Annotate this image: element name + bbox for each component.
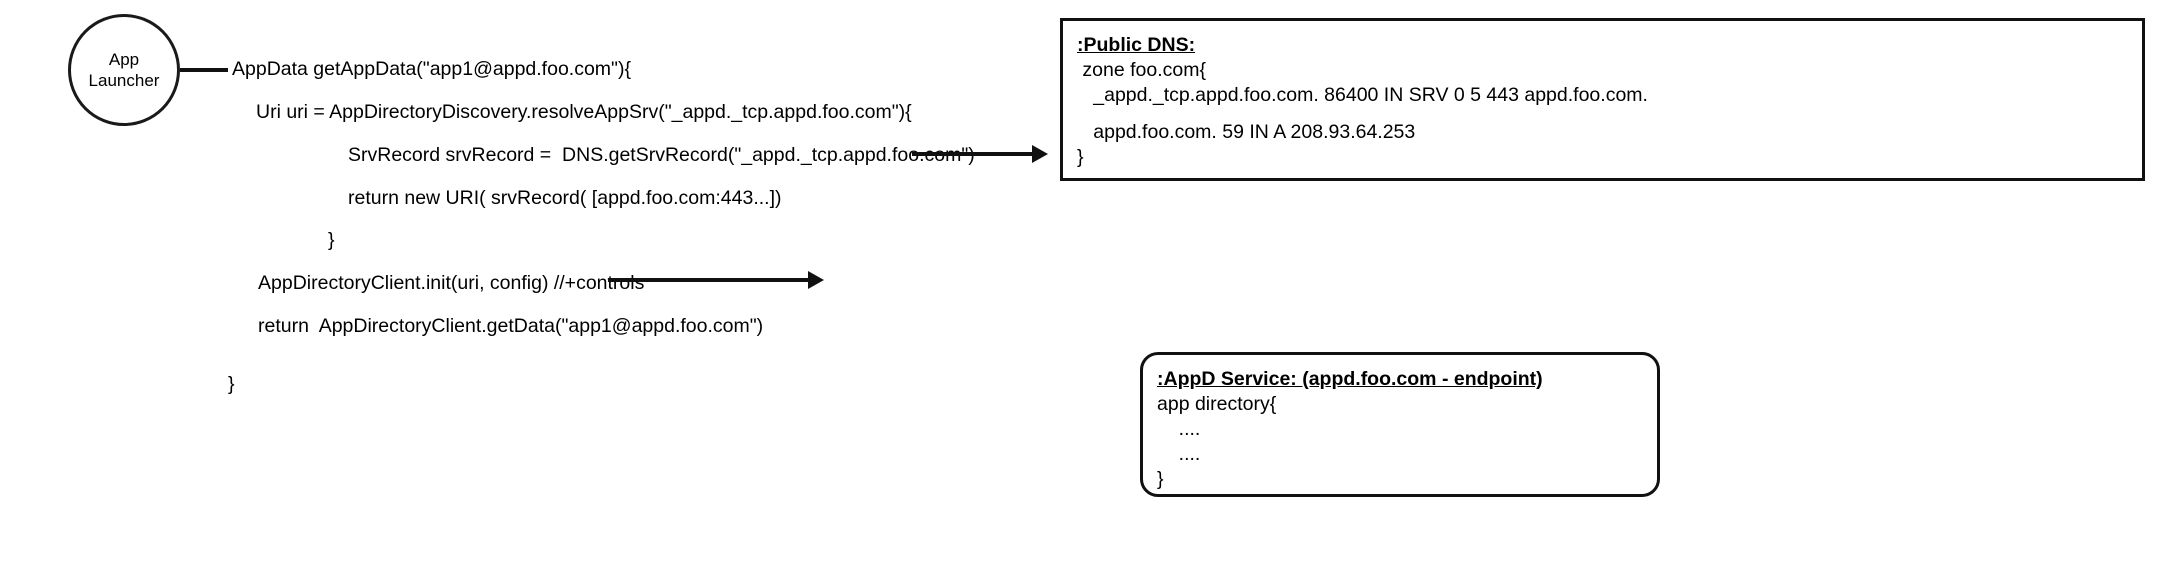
code-line-5: }: [328, 229, 335, 251]
code-line-2: Uri uri = AppDirectoryDiscovery.resolveA…: [256, 101, 912, 123]
appd-service-title: :AppD Service: (appd.foo.com - endpoint): [1157, 368, 1543, 390]
code-line-4: return new URI( srvRecord( [appd.foo.com…: [348, 187, 782, 209]
appd-service-line-2: ....: [1157, 418, 1201, 440]
public-dns-line-5: }: [1077, 146, 1084, 168]
appd-service-box-content: :AppD Service: (appd.foo.com - endpoint)…: [1143, 355, 1657, 502]
public-dns-line-3: [1077, 108, 2128, 120]
connector-appd-init: [608, 278, 808, 282]
actor-label-line1: App: [108, 50, 140, 69]
arrow-head-dns-lookup: [1032, 145, 1048, 163]
code-line-6: AppDirectoryClient.init(uri, config) //+…: [258, 272, 645, 294]
appd-service-line-1: app directory{: [1157, 393, 1277, 415]
code-line-7: return AppDirectoryClient.getData("app1@…: [258, 315, 764, 337]
arrow-head-appd-init: [808, 271, 824, 289]
actor-label-line2: Launcher: [88, 71, 160, 90]
public-dns-line-2: _appd._tcp.appd.foo.com. 86400 IN SRV 0 …: [1077, 84, 1648, 106]
public-dns-box: :Public DNS: zone foo.com{ _appd._tcp.ap…: [1060, 18, 2145, 181]
code-line-1: AppData getAppData("app1@appd.foo.com"){: [232, 58, 631, 80]
public-dns-box-content: :Public DNS: zone foo.com{ _appd._tcp.ap…: [1063, 21, 2142, 180]
connector-dns-lookup: [912, 152, 1032, 156]
code-line-8: }: [228, 373, 235, 395]
connector-actor-to-code: [180, 68, 228, 72]
code-line-3: SrvRecord srvRecord = DNS.getSrvRecord("…: [348, 144, 975, 166]
appd-service-box: :AppD Service: (appd.foo.com - endpoint)…: [1140, 352, 1660, 497]
actor-app-launcher[interactable]: App Launcher: [68, 14, 180, 126]
public-dns-line-1: zone foo.com{: [1077, 59, 1206, 81]
appd-service-line-3: ....: [1157, 443, 1201, 465]
public-dns-title: :Public DNS:: [1077, 34, 1196, 56]
public-dns-line-4: appd.foo.com. 59 IN A 208.93.64.253: [1077, 121, 1416, 143]
appd-service-line-4: }: [1157, 468, 1164, 490]
